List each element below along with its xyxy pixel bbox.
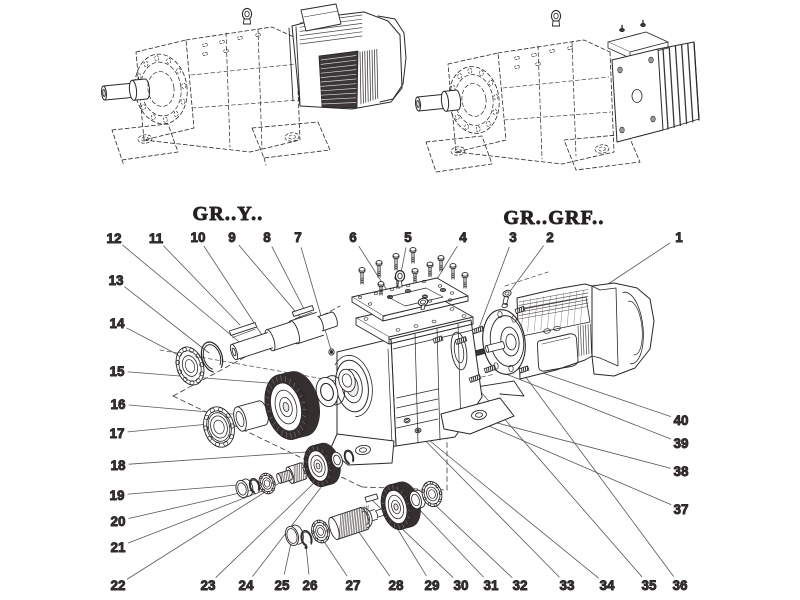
label-gr-grf: GR..GRF.. bbox=[503, 207, 604, 229]
leader-line-17 bbox=[127, 423, 210, 433]
callout-14: 14 bbox=[109, 316, 125, 331]
leader-line-10 bbox=[203, 245, 263, 336]
leader-line-22 bbox=[126, 479, 285, 580]
part-studs bbox=[432, 289, 530, 383]
part-housing bbox=[328, 277, 525, 466]
leader-line-7 bbox=[300, 247, 332, 351]
callout-37: 37 bbox=[673, 502, 688, 517]
callout-16: 16 bbox=[110, 397, 126, 412]
leader-line-25 bbox=[283, 542, 292, 575]
callout-18: 18 bbox=[110, 458, 126, 473]
output-shaft bbox=[415, 89, 462, 112]
callout-24: 24 bbox=[238, 578, 254, 593]
leader-line-13 bbox=[124, 286, 210, 354]
callout-20: 20 bbox=[110, 514, 125, 529]
leader-line-2 bbox=[507, 245, 544, 295]
callout-1: 1 bbox=[675, 230, 683, 245]
callout-34: 34 bbox=[599, 578, 615, 593]
eyebolt bbox=[550, 9, 562, 27]
callout-4: 4 bbox=[459, 230, 467, 245]
callout-28: 28 bbox=[388, 578, 404, 593]
leader-line-6 bbox=[358, 245, 391, 296]
figure-gr-grf bbox=[415, 9, 700, 173]
callout-40: 40 bbox=[673, 413, 688, 428]
leader-line-19 bbox=[127, 484, 239, 495]
part-top-bolts bbox=[358, 247, 469, 310]
leader-line-32 bbox=[432, 502, 513, 578]
callout-32: 32 bbox=[512, 578, 527, 593]
leader-line-31 bbox=[414, 504, 484, 578]
leader-line-36 bbox=[521, 371, 674, 577]
label-gr-y: GR..Y.. bbox=[192, 203, 263, 225]
leader-line-5 bbox=[400, 247, 407, 274]
exploded-view bbox=[122, 242, 674, 580]
callout-12: 12 bbox=[106, 231, 121, 246]
leader-line-29 bbox=[396, 527, 427, 576]
leader-line-3 bbox=[478, 246, 510, 329]
callout-11: 11 bbox=[149, 231, 164, 246]
leader-line-11 bbox=[163, 245, 241, 326]
callout-9: 9 bbox=[228, 230, 236, 245]
figure-gr-y bbox=[101, 3, 407, 167]
callout-10: 10 bbox=[190, 230, 205, 245]
leader-line-39 bbox=[500, 371, 672, 440]
callout-17: 17 bbox=[109, 426, 124, 441]
callout-26: 26 bbox=[302, 578, 318, 593]
callout-29: 29 bbox=[424, 578, 439, 593]
part-gear-1st bbox=[203, 368, 356, 448]
callout-5: 5 bbox=[404, 230, 412, 245]
callout-33: 33 bbox=[559, 578, 575, 593]
leader-line-23 bbox=[215, 482, 315, 578]
callout-22: 22 bbox=[110, 578, 125, 593]
leader-line-27 bbox=[322, 539, 348, 577]
callout-31: 31 bbox=[483, 578, 499, 593]
leader-line-8 bbox=[271, 246, 305, 310]
callout-2: 2 bbox=[546, 230, 554, 245]
part-output-shaft-chain bbox=[175, 305, 338, 386]
part-input-shaft-chain bbox=[284, 480, 443, 549]
callout-8: 8 bbox=[263, 230, 271, 245]
callout-7: 7 bbox=[294, 230, 302, 245]
callout-21: 21 bbox=[110, 540, 126, 555]
leader-line-12 bbox=[122, 244, 244, 346]
motor bbox=[288, 3, 407, 110]
callout-25: 25 bbox=[274, 578, 290, 593]
leader-line-26 bbox=[305, 545, 310, 575]
leader-line-28 bbox=[355, 527, 391, 577]
callout-35: 35 bbox=[641, 578, 657, 593]
leader-line-20 bbox=[128, 489, 254, 519]
callout-23: 23 bbox=[200, 578, 216, 593]
part-gear-2nd-chain bbox=[235, 442, 355, 499]
leader-line-33 bbox=[407, 422, 560, 578]
callout-30: 30 bbox=[453, 578, 468, 593]
input-cover bbox=[607, 19, 700, 143]
eyebolt bbox=[241, 7, 253, 25]
callout-36: 36 bbox=[672, 578, 688, 593]
callout-13: 13 bbox=[108, 273, 124, 288]
callout-6: 6 bbox=[349, 230, 357, 245]
callout-3: 3 bbox=[509, 230, 517, 245]
leader-line-37 bbox=[488, 425, 672, 506]
output-shaft bbox=[101, 78, 151, 101]
callout-15: 15 bbox=[109, 364, 125, 379]
leader-line-21 bbox=[127, 489, 266, 544]
part-motor bbox=[463, 282, 655, 380]
leader-line-18 bbox=[128, 451, 307, 465]
leader-line-34 bbox=[418, 431, 599, 579]
gearbox-dashed bbox=[425, 39, 641, 173]
callout-19: 19 bbox=[109, 488, 124, 503]
callout-38: 38 bbox=[673, 464, 689, 479]
callout-27: 27 bbox=[345, 578, 360, 593]
callout-39: 39 bbox=[673, 436, 688, 451]
